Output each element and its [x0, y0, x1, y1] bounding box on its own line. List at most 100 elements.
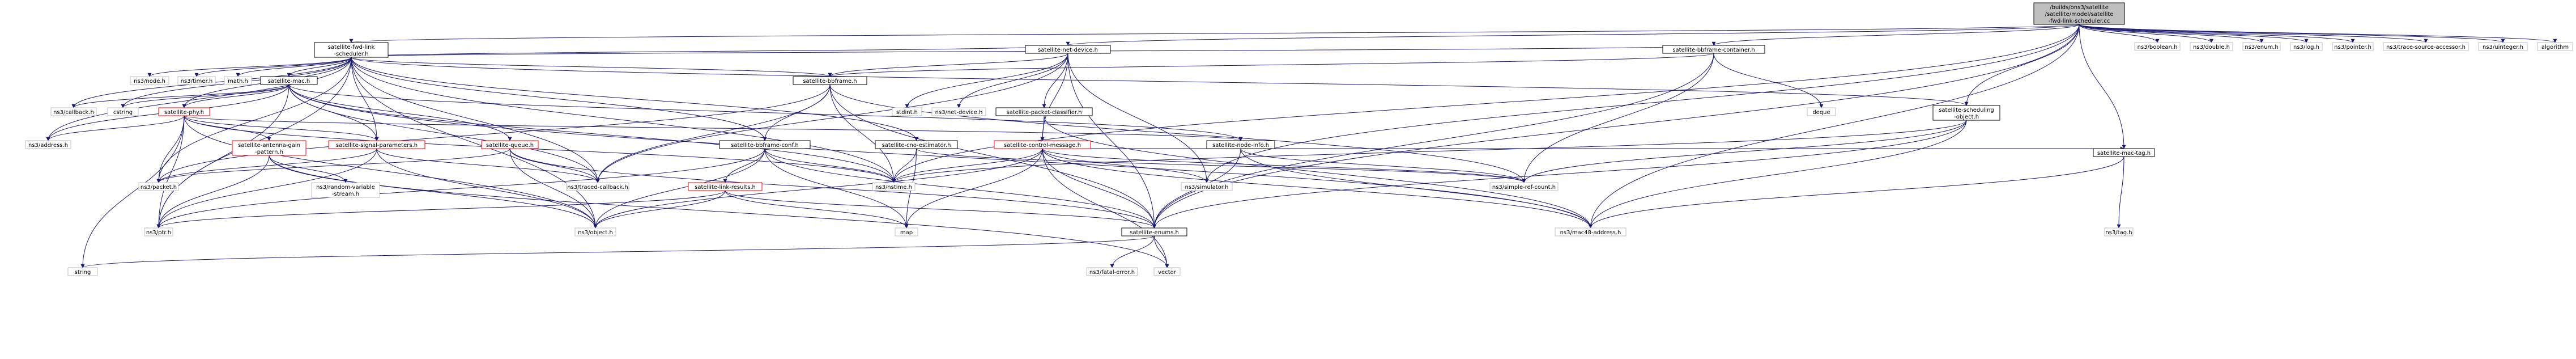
node-boolean[interactable]: ns3/boolean.h — [2134, 42, 2181, 51]
edge-mac-to-cstring — [121, 84, 289, 108]
node-box — [995, 107, 1093, 116]
node-label: ns3/simulator.h — [1185, 184, 1228, 191]
node-cstring[interactable]: cstring — [107, 107, 139, 116]
node-queue[interactable]: satellite-queue.h — [481, 140, 539, 149]
node-tag[interactable]: ns3/tag.h — [2104, 227, 2134, 236]
edge-fls-to-cno — [351, 57, 918, 141]
node-tsa[interactable]: ns3/trace-source-accessor.h — [2383, 42, 2469, 51]
node-nodeinfo[interactable]: satellite-node-info.h — [1206, 140, 1275, 149]
node-box — [1153, 267, 1181, 276]
node-linkres[interactable]: satellite-link-results.h — [688, 182, 763, 191]
edge-pktcls-to-ctrl — [1040, 115, 1045, 141]
node-node[interactable]: ns3/node.h — [130, 76, 169, 85]
node-deque[interactable]: deque — [1807, 107, 1836, 116]
node-label: satellite-link-results.h — [695, 184, 756, 191]
node-uinteger[interactable]: ns3/uinteger.h — [2478, 42, 2528, 51]
dependency-edges — [46, 24, 2557, 268]
node-label: vector — [1158, 269, 1177, 276]
edge-linkres-to-ptr — [156, 190, 726, 229]
node-mactag[interactable]: satellite-mac-tag.h — [2093, 148, 2155, 157]
node-stdint[interactable]: stdint.h — [892, 107, 922, 116]
node-traced[interactable]: ns3/traced-callback.h — [566, 182, 629, 191]
node-timer[interactable]: ns3/timer.h — [177, 76, 216, 85]
node-box — [1807, 107, 1836, 116]
edge-antenna-to-object — [269, 155, 598, 229]
node-address[interactable]: ns3/address.h — [25, 140, 71, 149]
node-fls[interactable]: satellite-fwd-link-scheduler.h — [314, 42, 389, 58]
node-algorithm[interactable]: algorithm — [2537, 42, 2573, 51]
node-rvs[interactable]: ns3/random-variable-stream.h — [311, 182, 380, 198]
edge-mac-to-nstime — [288, 84, 896, 183]
node-box — [2383, 42, 2469, 51]
node-box — [25, 140, 71, 149]
node-box — [1206, 140, 1275, 149]
edge-queue-to-enums — [509, 148, 1156, 229]
edge-bbconf-to-nstime — [764, 148, 896, 183]
node-pointer[interactable]: ns3/pointer.h — [2332, 42, 2374, 51]
edge-bbc-to-simplerc — [1522, 53, 1714, 183]
node-log[interactable]: ns3/log.h — [2290, 42, 2323, 51]
node-pktcls[interactable]: satellite-packet-classifier.h — [995, 107, 1093, 116]
file-nodes: /builds/ons3/satellite/satellite/model/s… — [25, 2, 2573, 276]
node-ptr[interactable]: ns3/ptr.h — [144, 227, 173, 236]
node-fatal[interactable]: ns3/fatal-error.h — [1086, 267, 1138, 276]
edge-ctrl-to-simplerc — [1042, 148, 1526, 183]
edge-nd-to-simulator — [1067, 53, 1209, 183]
node-double[interactable]: ns3/double.h — [2190, 42, 2233, 51]
edge-mac-to-callback — [71, 84, 289, 108]
node-sigparams[interactable]: satellite-signal-parameters.h — [328, 140, 425, 149]
node-cno[interactable]: satellite-cno-estimator.h — [875, 140, 958, 149]
edge-phy-to-ptr — [156, 115, 185, 229]
node-mac48[interactable]: ns3/mac48-address.h — [1555, 227, 1627, 236]
node-label: ns3/log.h — [2293, 44, 2319, 50]
edge-root-to-enum — [2079, 24, 2264, 43]
node-enum[interactable]: ns3/enum.h — [2242, 42, 2281, 51]
node-netdevice[interactable]: ns3/net-device.h — [931, 107, 986, 116]
node-simulator[interactable]: ns3/simulator.h — [1181, 182, 1233, 191]
node-label: ns3/packet.h — [140, 184, 177, 191]
node-label: satellite-packet-classifier.h — [1006, 109, 1082, 116]
node-box — [875, 140, 958, 149]
node-bbc[interactable]: satellite-bbframe-container.h — [1662, 45, 1765, 54]
edge-ctrl-to-simulator — [1042, 148, 1209, 183]
edge-phy-to-packet — [156, 115, 185, 183]
node-nd[interactable]: satellite-net-device.h — [1025, 45, 1111, 54]
node-box — [994, 140, 1091, 149]
node-label: ns3/net-device.h — [935, 109, 983, 116]
edge-root-to-double — [2079, 24, 2213, 43]
node-callback[interactable]: ns3/callback.h — [50, 107, 97, 116]
edge-sch-to-simplerc — [1522, 120, 1967, 183]
node-box — [107, 107, 139, 116]
node-label: -pattern.h — [255, 149, 283, 155]
node-bbframe[interactable]: satellite-bbframe.h — [793, 76, 867, 85]
node-bbconf[interactable]: satellite-bbframe-conf.h — [719, 140, 811, 149]
node-box — [130, 76, 169, 85]
node-nstime[interactable]: ns3/nstime.h — [872, 182, 916, 191]
edge-queue-to-traced — [509, 148, 600, 183]
edge-sch-to-enums — [1152, 120, 1967, 229]
edge-fls-to-sch — [351, 57, 1969, 106]
edge-ctrl-to-enums — [1042, 148, 1156, 229]
node-ctrl[interactable]: satellite-control-message.h — [994, 140, 1091, 149]
node-packet[interactable]: ns3/packet.h — [138, 182, 179, 191]
node-phy[interactable]: satellite-phy.h — [158, 107, 210, 116]
node-label: ns3/boolean.h — [2138, 44, 2178, 50]
node-simplerc[interactable]: ns3/simple-ref-count.h — [1489, 182, 1559, 191]
node-object[interactable]: ns3/object.h — [574, 227, 616, 236]
node-map[interactable]: map — [895, 227, 918, 236]
node-antenna[interactable]: satellite-antenna-gain-pattern.h — [232, 140, 306, 156]
edge-linkres-to-object — [593, 190, 726, 229]
node-box — [1121, 227, 1187, 236]
node-box — [2104, 227, 2134, 236]
node-enums[interactable]: satellite-enums.h — [1121, 227, 1187, 236]
edge-root-to-mac48 — [1589, 24, 2080, 229]
edge-sigparams-to-object — [376, 148, 598, 229]
node-math[interactable]: math.h — [224, 76, 252, 85]
node-label: -stream.h — [332, 191, 359, 197]
node-string[interactable]: string — [67, 267, 98, 276]
edge-mac-to-traced — [288, 84, 600, 183]
node-mac[interactable]: satellite-mac.h — [260, 76, 318, 85]
node-vector[interactable]: vector — [1153, 267, 1181, 276]
node-label: satellite-bbframe.h — [803, 78, 857, 85]
node-sch[interactable]: satellite-scheduling-object.h — [1932, 105, 2000, 121]
